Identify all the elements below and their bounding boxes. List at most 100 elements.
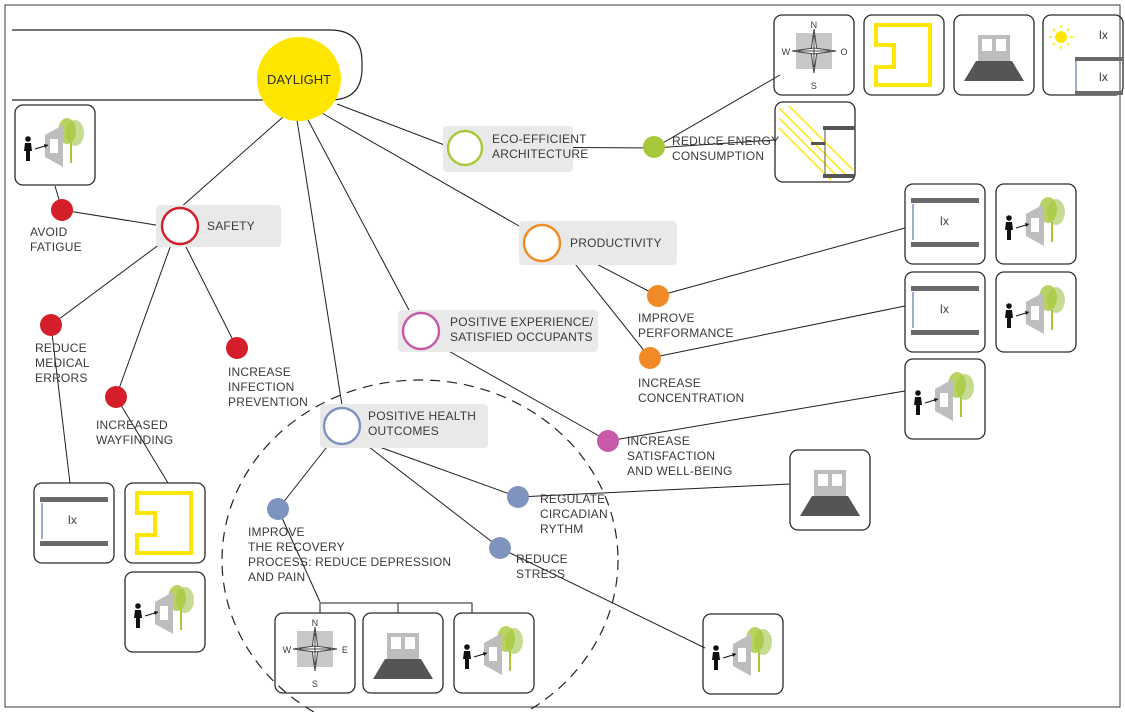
yellow-layout-plan-icon [123,481,207,565]
person-window-view-icon [453,612,535,694]
svg-text:lx: lx [940,214,949,228]
dot-infection [226,337,248,359]
label-line: AND WELL-BEING [627,464,733,478]
label-line: ARCHITECTURE [492,147,588,161]
label-line: RYTHM [540,522,583,536]
label-line: CONSUMPTION [672,149,764,163]
label-line: CIRCADIAN [540,507,608,521]
svg-text:S: S [811,81,817,91]
label-line: IMPROVE [638,311,695,325]
label-line: WAYFINDING [96,433,173,447]
dot-reduce-energy [643,136,665,158]
label-line: REDUCE [516,552,568,566]
illuminance-meter-icon: lx [904,183,986,265]
svg-text:lx: lx [940,302,949,316]
label-line: SATISFACTION [627,449,715,463]
person-window-view-icon [702,613,784,695]
label-line: MEDICAL [35,356,90,370]
label-line: REDUCE ENERGY [672,134,779,148]
dot-reduce-errors [40,314,62,336]
person-window-view-icon [14,104,96,186]
shading-louvre-icon [774,101,856,183]
dot-performance [647,285,669,307]
icon-boxes: N S W O lx lx [14,13,1124,695]
dot-circadian [507,486,529,508]
daylight-sun-circle [257,37,341,121]
label-line: SATISFIED OCCUPANTS [450,330,593,344]
yellow-layout-plan-icon [862,13,946,97]
hub-productivity-label: PRODUCTIVITY [570,236,662,250]
dot-stress [489,537,511,559]
person-window-view-icon [904,358,986,440]
person-window-view-icon [995,271,1077,353]
frame-border [4,4,1121,708]
svg-text:N: N [811,20,818,30]
label-line: INCREASE [228,365,291,379]
svg-text:S: S [312,679,318,689]
person-window-view-icon [995,183,1077,265]
label-line: POSITIVE HEALTH [368,409,476,423]
label-line: STRESS [516,567,565,581]
illuminance-meter-icon: lx [904,271,986,353]
label-line: INCREASED [96,418,168,432]
svg-text:W: W [283,645,292,655]
label-line: THE RECOVERY [248,540,345,554]
label-line: INCREASE [627,434,690,448]
window-section-icon [953,14,1035,96]
label-line: INCREASE [638,376,701,390]
svg-text:lx: lx [1099,70,1108,84]
window-section-icon [362,612,444,694]
dot-wayfinding [105,386,127,408]
daylight-label: DAYLIGHT [267,72,331,87]
label-line: PERFORMANCE [638,326,734,340]
svg-text:lx: lx [68,513,77,527]
dot-recovery [267,498,289,520]
svg-text:O: O [840,47,847,57]
svg-text:N: N [312,618,319,628]
label-line: REGULATE [540,492,605,506]
orientation-compass-icon: N S W O [773,14,855,96]
label-line: INFECTION [228,380,294,394]
daylight-bracket [12,29,363,101]
outcome-dots [40,136,669,559]
label-line: IMPROVE [248,525,305,539]
window-section-icon [789,449,871,531]
dot-satisfaction [597,430,619,452]
label-line: PROCESS: REDUCE DEPRESSION [248,555,451,569]
sun-illuminance-icon: lx lx [1042,14,1124,96]
hub-positive-experience: POSITIVE EXPERIENCE/SATISFIED OCCUPANTS [398,310,598,352]
orientation-compass-icon: N S W E [274,612,356,694]
label-line: POSITIVE EXPERIENCE/ [450,315,594,329]
hub-safety: SAFETY [156,205,281,247]
svg-text:lx: lx [1099,28,1108,42]
daylight-node: DAYLIGHT [257,37,341,121]
connection-lines [50,74,906,649]
label-line: CONCENTRATION [638,391,744,405]
label-line: AND PAIN [248,570,305,584]
person-window-view-icon [124,571,206,653]
label-line: OUTCOMES [368,424,439,438]
svg-text:E: E [342,645,348,655]
dot-concentration [639,347,661,369]
hub-experience-label: POSITIVE EXPERIENCE/SATISFIED OCCUPANTS [450,315,594,344]
hub-safety-label: SAFETY [207,219,255,233]
label-line: AVOID [30,225,68,239]
dot-avoid-fatigue [51,199,73,221]
health-dashed-circle [221,379,619,712]
